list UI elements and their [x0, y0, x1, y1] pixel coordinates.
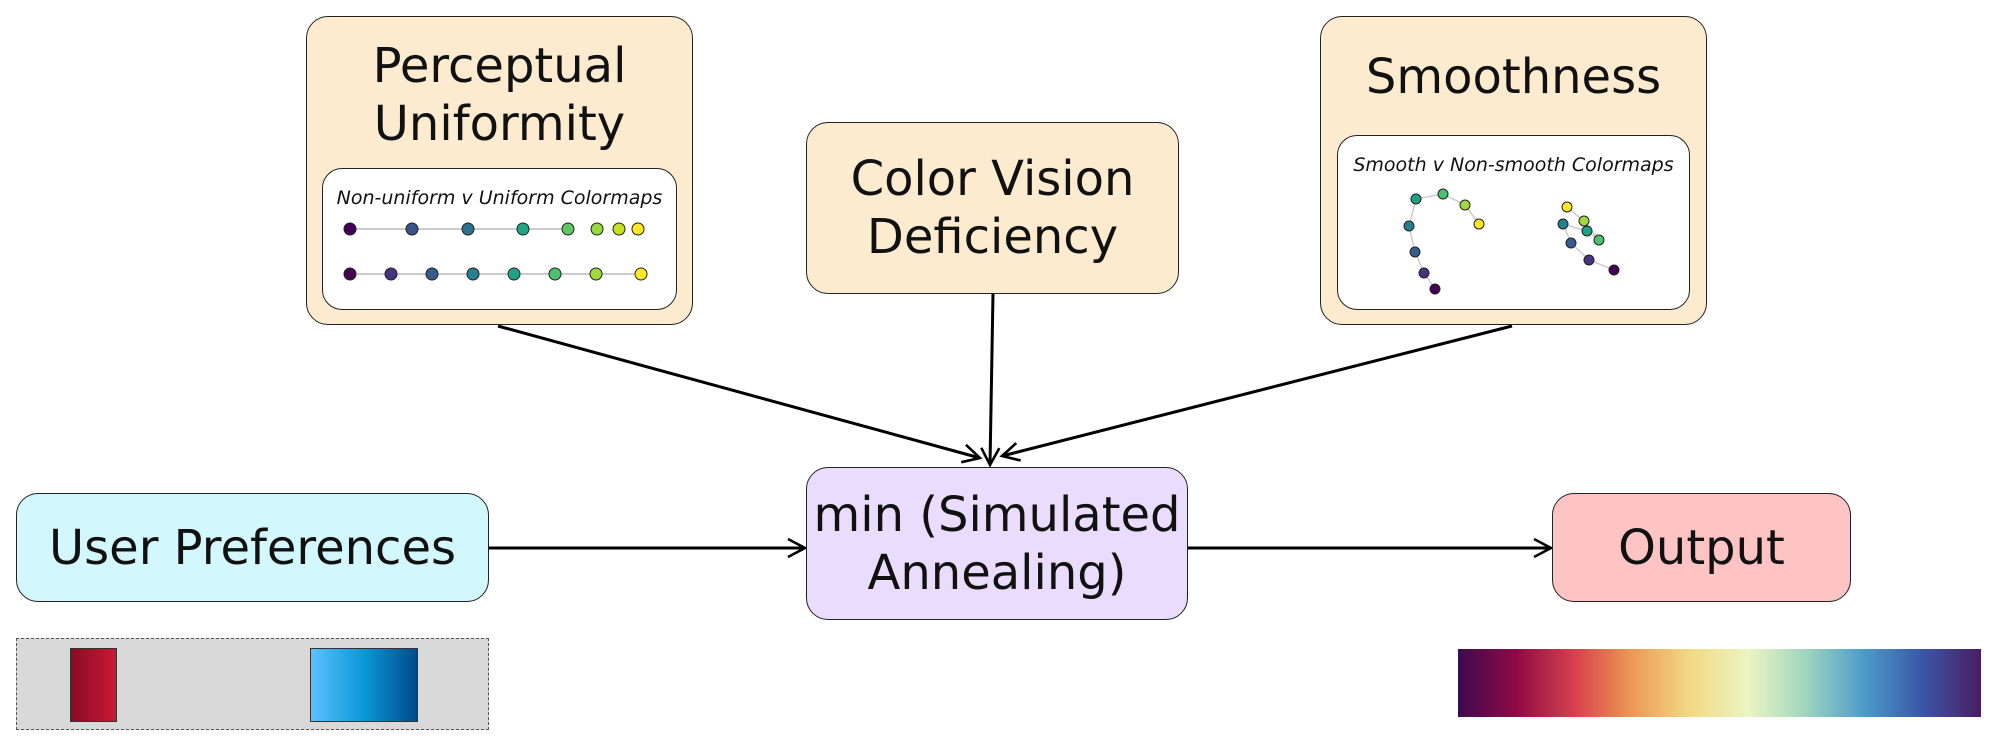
dot-nonsmooth-1 [1608, 264, 1620, 276]
dot-nonsmooth-2 [1583, 254, 1595, 266]
dot-smooth-7 [1459, 199, 1471, 211]
dot-nonuniform-7 [612, 222, 626, 236]
simulated-annealing-node: min (Simulated Annealing) [806, 467, 1188, 620]
color-vision-deficiency-label: Color Vision Deficiency [850, 151, 1135, 265]
dot-smooth-1 [1429, 283, 1441, 295]
dot-smooth-8 [1473, 218, 1485, 230]
edge-smoothness-to-optimizer [999, 324, 1513, 462]
blue-swatch [310, 648, 418, 722]
dot-nonsmooth-3 [1565, 237, 1577, 249]
dot-uniform-4 [466, 267, 480, 281]
simulated-annealing-label: min (Simulated Annealing) [813, 486, 1181, 601]
dot-uniform-2 [384, 267, 398, 281]
dot-nonsmooth-7 [1578, 215, 1590, 227]
dot-uniform-7 [589, 267, 603, 281]
dot-smooth-3 [1409, 246, 1421, 258]
smoothness-inset: Smooth v Non-smooth Colormaps [1337, 135, 1690, 310]
dot-smooth-4 [1403, 220, 1415, 232]
output-colormap-bar [1458, 649, 1981, 717]
dot-nonsmooth-5 [1581, 225, 1593, 237]
dot-smooth-5 [1410, 193, 1422, 205]
dot-nonuniform-5 [561, 222, 575, 236]
dot-nonsmooth-6 [1593, 234, 1605, 246]
smoothness-inset-title: Smooth v Non-smooth Colormaps [1353, 154, 1674, 176]
dot-nonsmooth-4 [1557, 218, 1569, 230]
dot-smooth-6 [1437, 188, 1449, 200]
user-swatch-strip [16, 638, 489, 730]
dot-nonuniform-1 [343, 222, 357, 236]
user-preferences-node: User Preferences [16, 493, 489, 602]
dot-nonuniform-6 [590, 222, 604, 236]
dot-nonuniform-2 [405, 222, 419, 236]
dot-nonuniform-3 [461, 222, 475, 236]
dot-nonsmooth-8 [1561, 201, 1573, 213]
edge-cvd-to-optimizer [980, 293, 1001, 468]
dot-uniform-3 [425, 267, 439, 281]
uniformity-inset: Non-uniform v Uniform Colormaps [322, 168, 677, 310]
smoothness-dot-curves [1403, 188, 1620, 295]
smoothness-label: Smoothness [1365, 49, 1662, 105]
dot-nonuniform-8 [631, 222, 645, 236]
perceptual-uniformity-node: Perceptual Uniformity Non-uniform v Unif… [306, 16, 693, 325]
dot-uniform-5 [507, 267, 521, 281]
smoothness-node: Smoothness Smooth v Non-smooth Colormaps [1320, 16, 1707, 325]
red-swatch [70, 648, 117, 722]
dot-uniform-8 [634, 267, 648, 281]
user-preferences-label: User Preferences [49, 519, 456, 576]
dot-nonuniform-4 [516, 222, 530, 236]
dot-uniform-1 [343, 267, 357, 281]
color-vision-deficiency-node: Color Vision Deficiency [806, 122, 1179, 294]
output-label: Output [1618, 519, 1785, 576]
uniformity-dot-rows [343, 222, 648, 281]
edge-perceptual-to-optimizer [497, 324, 983, 464]
uniformity-inset-title: Non-uniform v Uniform Colormaps [336, 187, 663, 209]
output-node: Output [1552, 493, 1851, 602]
dot-uniform-6 [548, 267, 562, 281]
dot-smooth-2 [1418, 267, 1430, 279]
perceptual-uniformity-label: Perceptual Uniformity [372, 38, 627, 152]
